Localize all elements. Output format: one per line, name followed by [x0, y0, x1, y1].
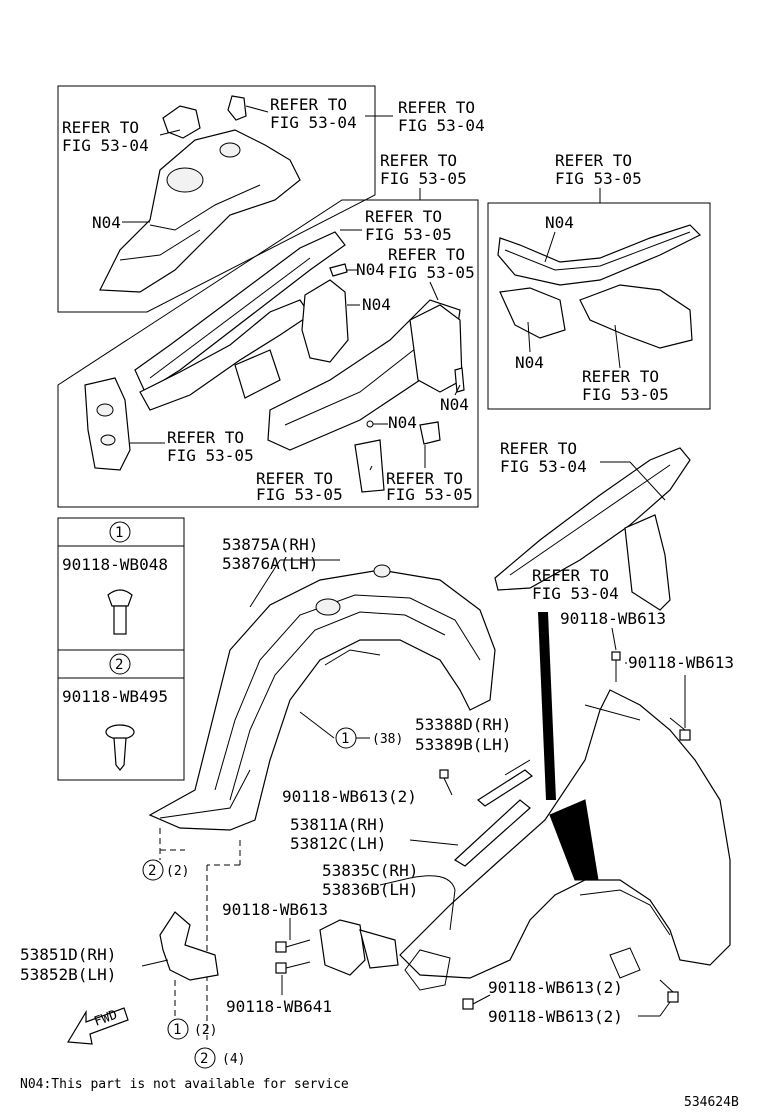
fig-53-05-text: FIG 53-05: [386, 485, 473, 504]
refer-to-text: REFER TO: [256, 469, 333, 488]
callout-qty: (2): [194, 1023, 217, 1038]
bolt-wb613-2: 90118-WB613(2): [488, 1007, 623, 1026]
right-rails-drawing: [497, 224, 702, 349]
fig-53-05-text: FIG 53-05: [380, 169, 467, 188]
callout-qty: (38): [372, 732, 403, 747]
panel-apron-group: [57, 85, 376, 313]
bolt-wb613: 90118-WB613: [222, 900, 328, 919]
clip-stem-icon: [113, 605, 127, 635]
n04-label: N04: [356, 260, 385, 279]
fig-53-04-text: FIG 53-04: [398, 116, 485, 135]
n04-label: N04: [388, 413, 417, 432]
fwd-label: FWD: [92, 1008, 119, 1030]
bolt-icon: [439, 769, 453, 796]
refer-to-text: REFER TO: [398, 98, 475, 117]
cowl-side-drawing: [494, 447, 691, 611]
n04-label: N04: [362, 295, 391, 314]
fastener-legend: 1 90118-WB048 2 90118-WB495: [57, 517, 185, 781]
screw-head-icon: [105, 724, 135, 740]
legend-1-part: 90118-WB048: [62, 555, 168, 574]
hood-direction-marker: [538, 612, 556, 800]
refer-to-text: REFER TO: [167, 428, 244, 447]
fig-53-05-text: FIG 53-05: [555, 169, 642, 188]
clip-icon: [107, 589, 133, 607]
diagram-id: 534624B: [684, 1095, 739, 1110]
refer-to-text: REFER TO: [388, 245, 465, 264]
part-53835c: 53835C(RH): [322, 861, 418, 880]
refer-to-text: REFER TO: [386, 469, 463, 488]
callout-number: 2: [148, 863, 156, 879]
bolt-wb613-2: 90118-WB613(2): [488, 978, 623, 997]
refer-to-text: REFER TO: [532, 566, 609, 585]
refer-to-text: REFER TO: [555, 151, 632, 170]
fender-liner-drawing: [148, 564, 496, 831]
panel-frame-group: [57, 199, 479, 508]
panel-right-group: [487, 202, 711, 410]
part-53388d: 53388D(RH): [415, 715, 511, 734]
n04-label: N04: [440, 395, 469, 414]
part-53389b: 53389B(LH): [415, 735, 511, 754]
n04-label: N04: [92, 213, 121, 232]
screw-shank-icon: [113, 737, 127, 771]
bolt-wb641: 90118-WB641: [226, 997, 332, 1016]
part-53851d: 53851D(RH): [20, 945, 116, 964]
fig-53-05-text: FIG 53-05: [167, 446, 254, 465]
fig-53-05-text: FIG 53-05: [256, 485, 343, 504]
fig-53-05-text: FIG 53-05: [388, 263, 475, 282]
footnote: N04:This part is not available for servi…: [20, 1077, 349, 1092]
part-53875a: 53875A(RH): [222, 535, 318, 554]
legend-1-number: 1: [115, 525, 123, 541]
bolt-icon: [275, 961, 311, 974]
legend-2-number: 2: [115, 657, 123, 673]
callout-1-icon: [167, 1018, 189, 1040]
refer-to-text: REFER TO: [270, 95, 347, 114]
apron-parts-drawing: [99, 95, 301, 293]
bolt-icon: [659, 979, 679, 1003]
part-53812c: 53812C(LH): [290, 834, 386, 853]
legend-2-part: 90118-WB495: [62, 687, 168, 706]
fig-53-04-text: FIG 53-04: [270, 113, 357, 132]
refer-to-text: REFER TO: [365, 207, 442, 226]
callout-2-icon: [142, 859, 164, 881]
fig-53-05-text: FIG 53-05: [582, 385, 669, 404]
bolt-icon: [669, 717, 691, 741]
fig-53-04-text: FIG 53-04: [532, 584, 619, 603]
callout-number: 1: [341, 731, 349, 747]
bolt-wb613: 90118-WB613: [628, 653, 734, 672]
frame-rails-drawing: [84, 231, 465, 493]
part-53876a: 53876A(LH): [222, 554, 318, 573]
callout-qty: (2): [166, 864, 189, 879]
bolt-icon: [462, 994, 491, 1010]
fender-bracket-drawing: [319, 919, 399, 976]
n04-label: N04: [515, 353, 544, 372]
callout-qty: (4): [222, 1052, 245, 1067]
forward-arrow-icon: FWD: [66, 1007, 129, 1045]
callout-2-icon: [194, 1047, 216, 1069]
bolt-icon: [611, 651, 621, 682]
part-53811a: 53811A(RH): [290, 815, 386, 834]
callout-number: 1: [173, 1022, 181, 1038]
part-53852b: 53852B(LH): [20, 965, 116, 984]
fig-53-04-text: FIG 53-04: [62, 136, 149, 155]
fig-53-05-text: FIG 53-05: [365, 225, 452, 244]
n04-label: N04: [545, 213, 574, 232]
bolt-icon: [275, 939, 311, 953]
fig-53-04-text: FIG 53-04: [500, 457, 587, 476]
callout-number: 2: [200, 1051, 208, 1067]
refer-to-text: REFER TO: [62, 118, 139, 137]
part-53836b: 53836B(LH): [322, 880, 418, 899]
bolt-wb613-2: 90118-WB613(2): [282, 787, 417, 806]
lower-bracket-drawing: [159, 911, 219, 981]
seal-strip-drawing: [454, 769, 534, 867]
fender-drawing: [399, 689, 731, 991]
refer-to-text: REFER TO: [500, 439, 577, 458]
bolt-wb613: 90118-WB613: [560, 609, 666, 628]
refer-to-text: REFER TO: [582, 367, 659, 386]
refer-to-text: REFER TO: [380, 151, 457, 170]
